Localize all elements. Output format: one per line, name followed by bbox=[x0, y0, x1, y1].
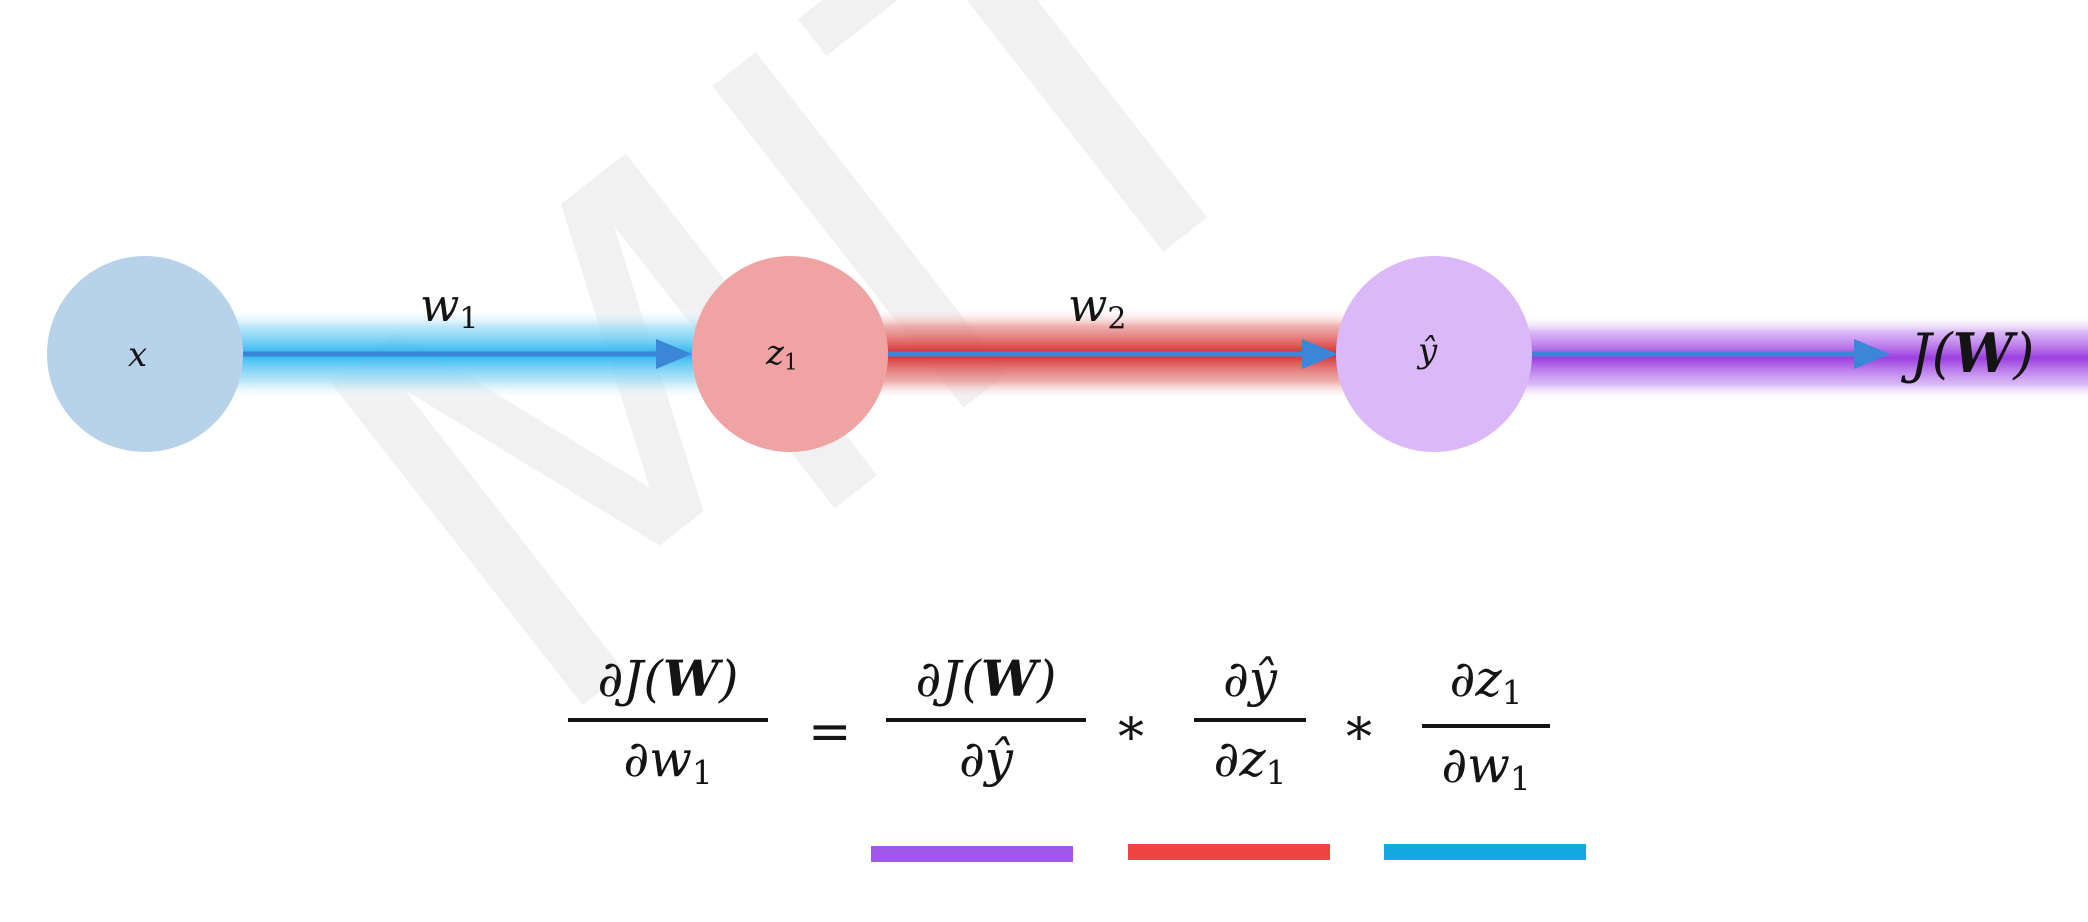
term2-fraction-bar bbox=[1194, 718, 1306, 722]
output-arrowhead bbox=[1854, 339, 1890, 369]
node-x-label: x bbox=[128, 335, 148, 375]
node-yhat-label: ŷ bbox=[1418, 331, 1438, 371]
equation-term1-fraction: ∂J(W) ∂ŷ bbox=[886, 654, 1086, 784]
edge-w1-label: w1 bbox=[420, 278, 479, 337]
underline-bar-purple bbox=[871, 846, 1073, 862]
output-glow-band bbox=[1500, 315, 2088, 401]
node-yhat bbox=[1336, 256, 1532, 452]
node-z1-label: z1 bbox=[766, 333, 798, 376]
term1-fraction-bar bbox=[886, 718, 1086, 722]
equation-lhs-fraction: ∂J(W) ∂w1 bbox=[568, 654, 768, 790]
term1-denominator: ∂ŷ bbox=[958, 730, 1014, 788]
multiply-sign-2: * bbox=[1346, 708, 1372, 768]
underline-bar-blue bbox=[1384, 844, 1586, 860]
term3-denominator: ∂w1 bbox=[1441, 735, 1531, 798]
lhs-denominator: ∂w1 bbox=[623, 730, 713, 793]
term1-numerator: ∂J(W) bbox=[915, 649, 1057, 708]
term2-denominator: ∂z1 bbox=[1213, 730, 1287, 793]
node-z1 bbox=[692, 256, 888, 452]
w1-arrowhead bbox=[656, 339, 692, 369]
term3-fraction-bar bbox=[1422, 723, 1550, 728]
underline-bar-red bbox=[1128, 844, 1330, 860]
equation-term2-fraction: ∂ŷ ∂z1 bbox=[1194, 654, 1306, 790]
lhs-numerator: ∂J(W) bbox=[597, 649, 739, 708]
node-x bbox=[47, 256, 243, 452]
equals-sign: = bbox=[808, 702, 852, 762]
term3-numerator: ∂z1 bbox=[1449, 650, 1523, 713]
term2-numerator: ∂ŷ bbox=[1222, 650, 1278, 708]
w2-arrowhead bbox=[1302, 339, 1338, 369]
output-label: J(W) bbox=[1910, 321, 2035, 385]
edge-w2-label: w2 bbox=[1068, 278, 1127, 337]
lhs-fraction-bar bbox=[568, 718, 768, 722]
equation-term3-fraction: ∂z1 ∂w1 bbox=[1422, 654, 1550, 795]
multiply-sign-1: * bbox=[1118, 708, 1144, 768]
